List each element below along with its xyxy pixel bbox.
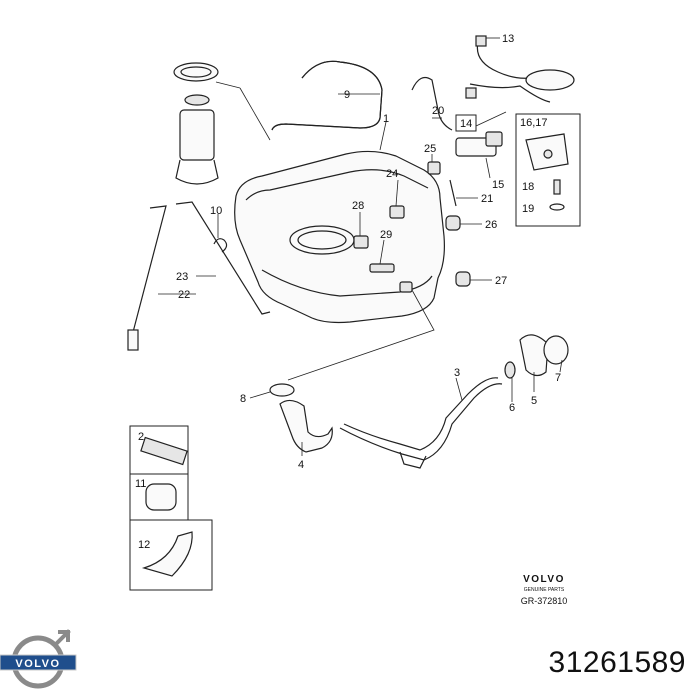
callout-28: 28 <box>352 200 364 212</box>
pump-flange <box>184 94 210 106</box>
detail-boxes <box>129 425 213 591</box>
callout-12: 12 <box>138 539 150 551</box>
stamp-brand: VOLVO <box>523 574 565 585</box>
callout-4: 4 <box>298 459 304 471</box>
filler-neck-parts <box>504 334 569 402</box>
tank-valve-24 <box>389 205 405 219</box>
tank-straps <box>127 201 271 351</box>
wiring-harness <box>465 35 575 103</box>
volvo-logo-text: VOLVO <box>15 658 60 670</box>
callout-labels: 1 2 3 4 5 6 7 8 9 10 11 12 13 14 16,17 1… <box>135 33 561 551</box>
filler-pipe <box>339 377 503 469</box>
callout-15: 15 <box>492 179 504 191</box>
callout-26: 26 <box>485 219 497 231</box>
cap-25 <box>427 161 441 175</box>
callout-5: 5 <box>531 395 537 407</box>
callout-29: 29 <box>380 229 392 241</box>
pump-body <box>179 109 215 161</box>
callout-11: 11 <box>135 478 146 490</box>
callout-10: 10 <box>210 205 222 217</box>
callout-21: 21 <box>481 193 493 205</box>
callout-7: 7 <box>555 372 561 384</box>
bracket-detail-box <box>515 113 581 227</box>
callout-6: 6 <box>509 402 515 414</box>
callout-box-14 <box>455 114 477 132</box>
callout-25: 25 <box>424 143 436 155</box>
vent-tube-20 <box>411 77 453 131</box>
hose-clamp-8 <box>269 383 295 397</box>
callout-13: 13 <box>502 33 514 45</box>
hose-clamp-10 <box>213 214 228 253</box>
callout-24: 24 <box>386 168 398 180</box>
grommet-26 <box>445 215 461 231</box>
fuel-tank <box>234 121 445 381</box>
volvo-logo-bar <box>0 654 77 671</box>
callout-19: 19 <box>522 203 534 215</box>
callout-18: 18 <box>522 181 534 193</box>
fuel-pump-assembly <box>173 62 271 185</box>
callout-9: 9 <box>344 89 350 101</box>
callout-3: 3 <box>454 367 460 379</box>
tank-valve-29 <box>369 263 395 273</box>
callout-20: 20 <box>432 105 444 117</box>
part-number: 31261589 <box>548 646 686 679</box>
callout-8: 8 <box>240 393 246 405</box>
volvo-logo-arrow <box>53 629 71 647</box>
pump-opening <box>289 225 355 255</box>
callout-14: 14 <box>460 118 472 130</box>
callout-23: 23 <box>176 271 188 283</box>
callout-2: 2 <box>138 431 144 443</box>
stamp-subtitle: GENUINE PARTS <box>524 587 565 593</box>
grommet-27 <box>455 271 471 287</box>
callout-16-17: 16,17 <box>520 117 548 129</box>
callout-27: 27 <box>495 275 507 287</box>
stamp-reference: GR-372810 <box>521 596 568 606</box>
callout-1: 1 <box>383 113 389 125</box>
callout-22: 22 <box>178 289 190 301</box>
small-parts <box>427 154 492 287</box>
genuine-parts-stamp: VOLVO GENUINE PARTS GR-372810 <box>521 574 568 606</box>
vent-pipe-assembly <box>271 60 383 131</box>
filler-hose <box>249 383 333 456</box>
volvo-logo: VOLVO <box>0 629 77 689</box>
tank-valve-28 <box>353 235 369 249</box>
valve-assembly-15 <box>455 131 503 179</box>
